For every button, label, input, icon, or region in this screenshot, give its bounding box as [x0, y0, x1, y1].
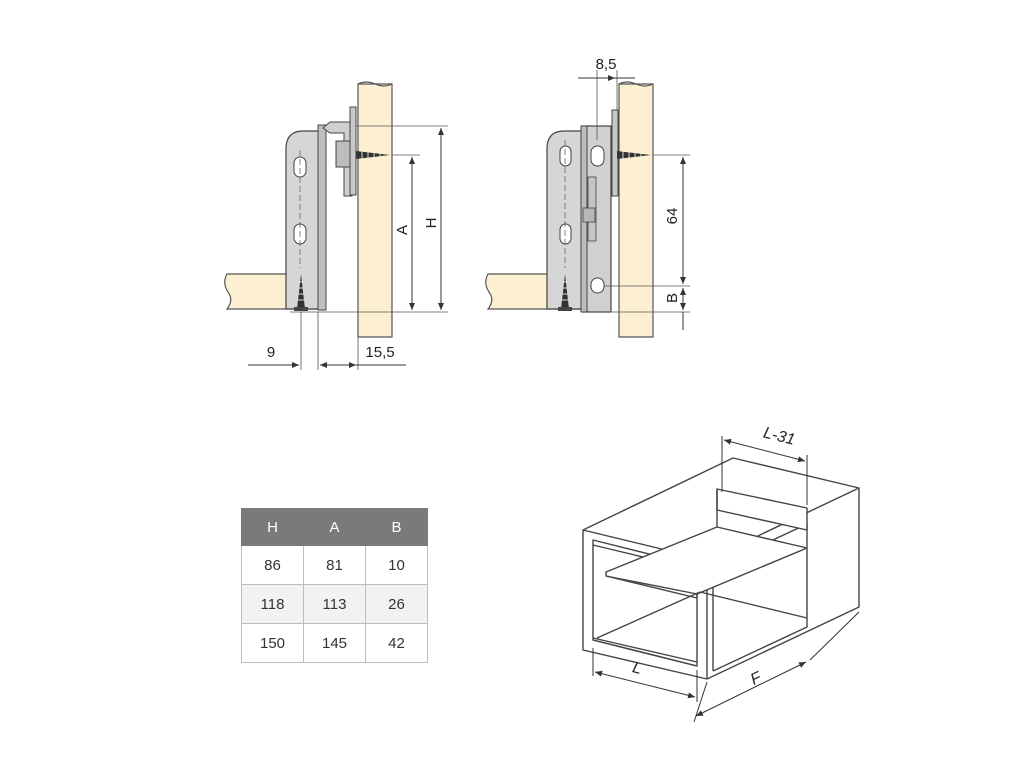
drawer-dimensions — [592, 436, 860, 723]
right-side-panel — [618, 83, 654, 338]
dim-line-L-31 — [723, 438, 806, 463]
dim-label-H: H — [423, 218, 440, 229]
left-bracket — [285, 130, 324, 310]
drawer-isometric — [582, 457, 860, 680]
table-cell: 150 — [241, 623, 304, 663]
dim-line-L — [594, 670, 696, 699]
table-cell: 42 — [365, 623, 428, 663]
right-side-view: 8,5 64 B — [485, 56, 690, 338]
table-cell: 81 — [303, 545, 366, 585]
table-header-a: A — [303, 508, 366, 546]
dim-label-64: 64 — [664, 208, 681, 225]
dim-label-F: F — [748, 669, 765, 689]
left-bracket-flange — [317, 124, 327, 311]
dim-label-9: 9 — [267, 344, 275, 361]
table-cell: 10 — [365, 545, 428, 585]
dim-line-F — [695, 661, 807, 717]
dim-label-L: L — [631, 659, 644, 678]
table-cell: 145 — [303, 623, 366, 663]
dim-label-A: A — [394, 225, 411, 235]
table-row: 118 113 26 — [241, 584, 428, 624]
table-cell: 86 — [241, 545, 304, 585]
table-header-h: H — [241, 508, 304, 546]
right-side-screw — [617, 151, 651, 159]
dimensions-table: H A B 86 81 10 118 113 26 150 145 42 — [241, 508, 428, 663]
table-cell: 113 — [303, 584, 366, 624]
table-header-row: H A B — [241, 508, 428, 546]
dim-label-B: B — [664, 293, 681, 303]
dim-label-8-5: 8,5 — [596, 56, 617, 73]
table-cell: 26 — [365, 584, 428, 624]
dim-label-L-31: L-31 — [761, 425, 796, 449]
left-side-view: H A 9 15,5 — [224, 81, 448, 370]
table-header-b: B — [365, 508, 428, 546]
drawer-back-panel — [716, 488, 808, 531]
drawer-bottom — [605, 526, 808, 595]
table-row: 150 145 42 — [241, 623, 428, 663]
left-side-panel — [357, 83, 393, 338]
dim-label-15-5: 15,5 — [365, 344, 394, 361]
table-cell: 118 — [241, 584, 304, 624]
left-side-screw — [356, 151, 390, 159]
table-row: 86 81 10 — [241, 545, 428, 585]
